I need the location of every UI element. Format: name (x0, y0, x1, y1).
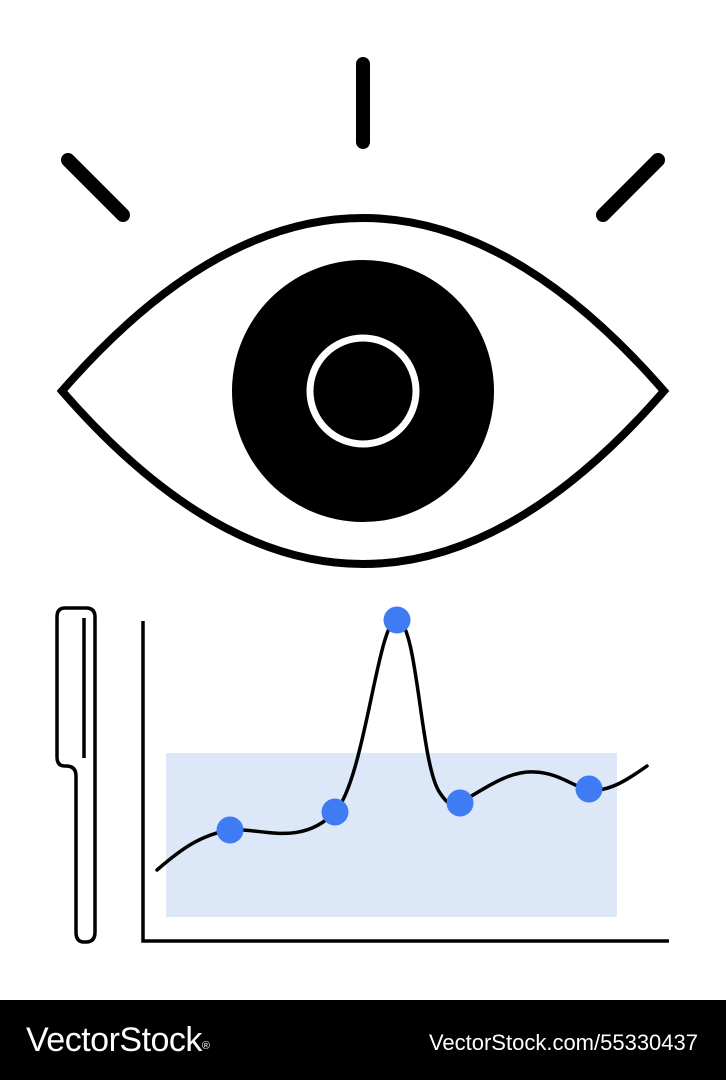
chart-curve (155, 618, 649, 872)
rays-icon (61, 57, 665, 222)
registered-mark: ® (201, 1040, 210, 1052)
chart-axes (141, 621, 669, 943)
watermark-footer: VectorStock® VectorStock.com/55330437 (0, 1000, 726, 1080)
ray-right (596, 153, 665, 222)
eye-icon (56, 214, 670, 568)
chart-point (216, 816, 244, 844)
brand-wordmark: VectorStock® (26, 1018, 210, 1062)
pupil-ring (306, 334, 420, 448)
chart-point (383, 606, 411, 634)
image-id-text: VectorStock.com/55330437 (428, 1030, 698, 1055)
brand-name: VectorStock (26, 1021, 202, 1059)
eye-and-chart-illustration (55, 57, 670, 944)
chart-points (216, 606, 603, 844)
chart-point (446, 789, 474, 817)
thermometer-body (55, 606, 97, 944)
line-chart-icon (141, 606, 669, 943)
chart-point (575, 775, 603, 803)
thermometer-icon (55, 606, 97, 944)
chart-point (321, 798, 349, 826)
ray-left (61, 153, 130, 222)
